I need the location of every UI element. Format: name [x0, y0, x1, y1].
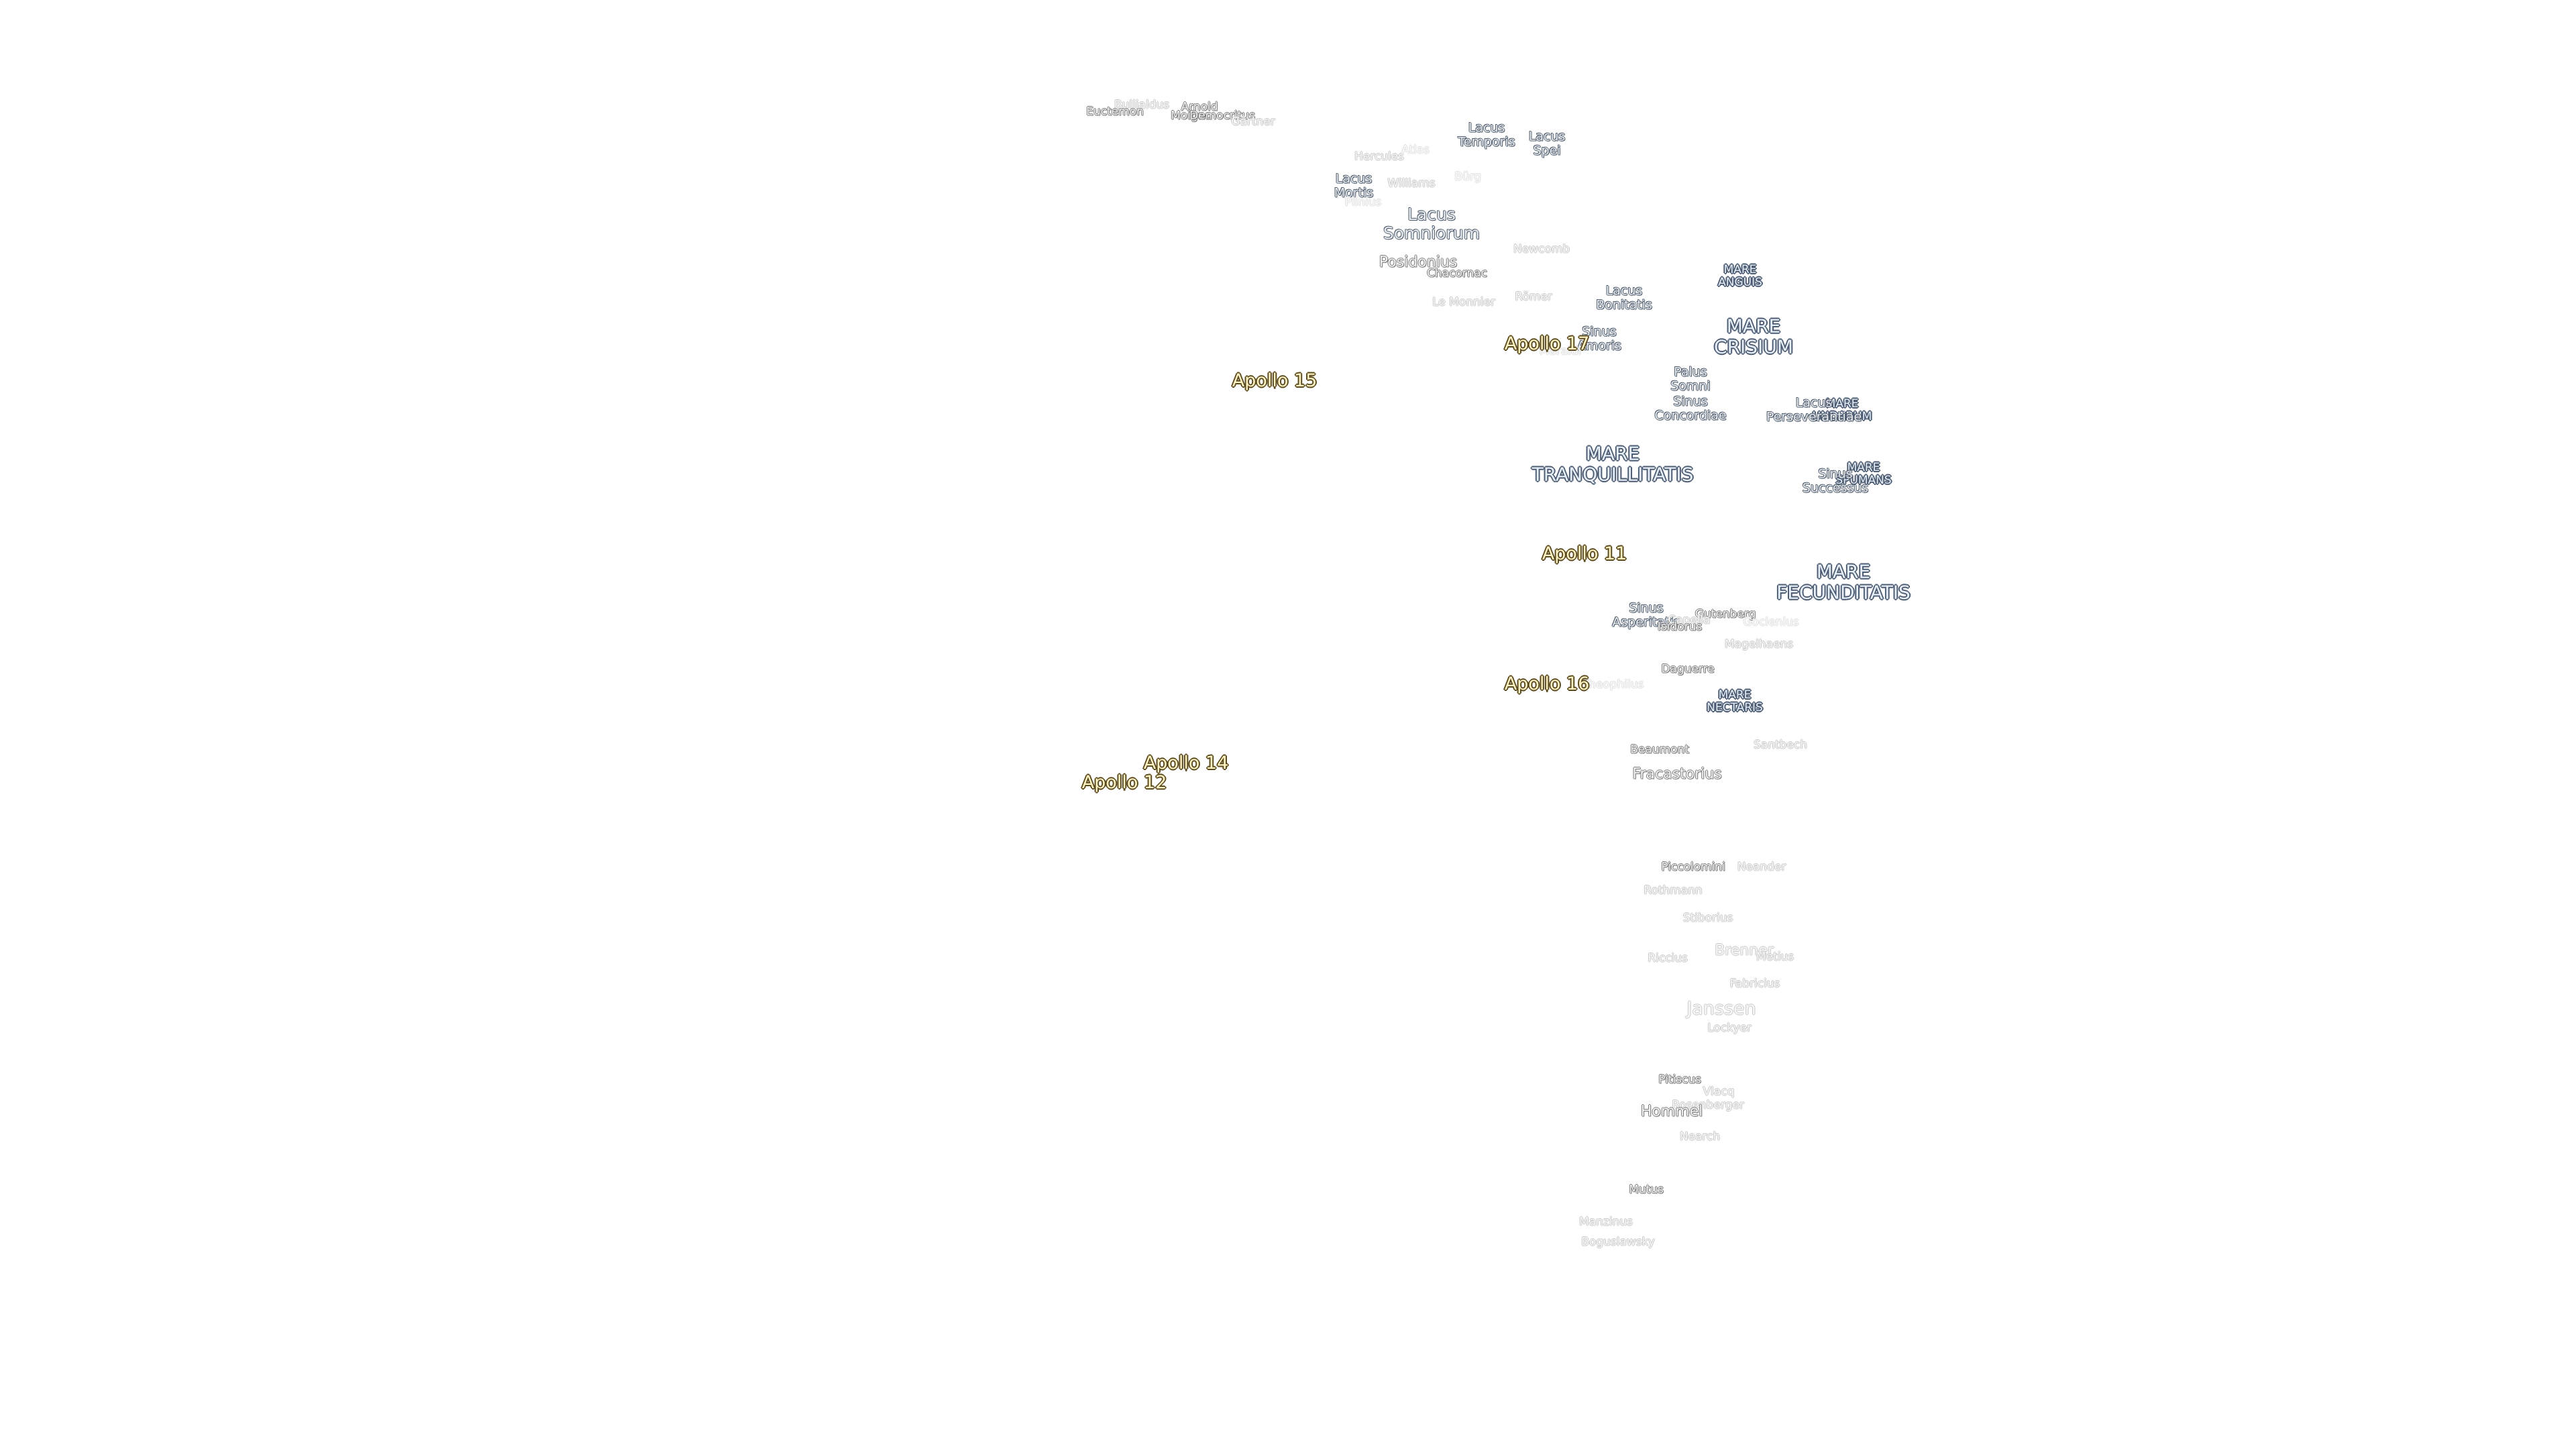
gartner-label: Gärtner — [1231, 115, 1275, 129]
gutenberg-label: Gutenberg — [1695, 607, 1756, 621]
brenner-label: Brenner — [1715, 942, 1774, 959]
moigno-label: Moigno — [1171, 109, 1212, 123]
apollo-12-landing-site: Apollo 12 — [1081, 771, 1167, 793]
santbech-label: Santbech — [1753, 738, 1808, 752]
hercules-label: Hercules — [1354, 150, 1405, 164]
democritus-label: Democritus — [1189, 109, 1255, 123]
romer-label: Römer — [1515, 290, 1552, 304]
burg-label: Bürg — [1454, 170, 1481, 184]
riccius-label: Riccius — [1648, 951, 1688, 965]
metius-label: Metius — [1756, 950, 1794, 964]
capella-label: Capella — [1668, 613, 1711, 627]
apollo-14-landing-site: Apollo 14 — [1143, 752, 1229, 773]
lockyer-label: Lockyer — [1707, 1021, 1752, 1035]
boguslawsky-label: Boguslawsky — [1581, 1235, 1655, 1249]
bullialdus-label: Bullialdus — [1114, 98, 1170, 112]
arnold-label: Arnold — [1181, 100, 1218, 114]
posidonius-label: Posidonius — [1379, 254, 1458, 271]
apollo-11-landing-site: Apollo 11 — [1542, 543, 1627, 564]
janssen-label: Janssen — [1686, 998, 1756, 1019]
fracastorius-label: Fracastorius — [1632, 765, 1722, 783]
williams-label: Williams — [1387, 176, 1436, 191]
rothmann-label: Rothmann — [1644, 883, 1703, 898]
magelhaens-label: Magelhaens — [1724, 637, 1794, 651]
apollo-15-landing-site: Apollo 15 — [1232, 370, 1318, 391]
mutus-label: Mutus — [1629, 1183, 1664, 1197]
plinius-n-label: Plinius — [1344, 195, 1382, 209]
rosenberger-label: Rosenberger — [1672, 1098, 1744, 1112]
euctemon-label: Euctemon — [1086, 105, 1144, 119]
manzinus-label: Manzinus — [1579, 1215, 1633, 1229]
nearch-label: Nearch — [1679, 1130, 1721, 1144]
theophilus-label: Theophilus — [1581, 678, 1644, 692]
daguerre-label: Daguerre — [1661, 662, 1715, 676]
le-monnier-label: Le Monnier — [1432, 295, 1495, 309]
goclenius-label: Goclenius — [1743, 615, 1799, 629]
newcomb-label: Newcomb — [1513, 242, 1570, 256]
isidorus-label: Isidorus — [1657, 620, 1703, 634]
atlas-label: Atlas — [1401, 143, 1430, 157]
maraldi-label: Maraldi — [1539, 344, 1582, 358]
fabricius-label: Fabricius — [1729, 977, 1780, 991]
stiborius-label: Stiborius — [1682, 911, 1733, 925]
apollo-17-landing-site: Apollo 17 — [1504, 333, 1590, 354]
apollo-16-landing-site: Apollo 16 — [1504, 673, 1590, 694]
beaumont-label: Beaumont — [1630, 743, 1689, 757]
piccolomini-label: Piccolomini — [1661, 860, 1725, 874]
hommel-label: Hommel — [1640, 1103, 1703, 1120]
vlacq-label: Vlacq — [1703, 1085, 1735, 1099]
chacornac-label: Chacornac — [1426, 266, 1488, 280]
pitiscus-label: Pitiscus — [1658, 1073, 1701, 1087]
neander-label: Neander — [1737, 860, 1786, 874]
